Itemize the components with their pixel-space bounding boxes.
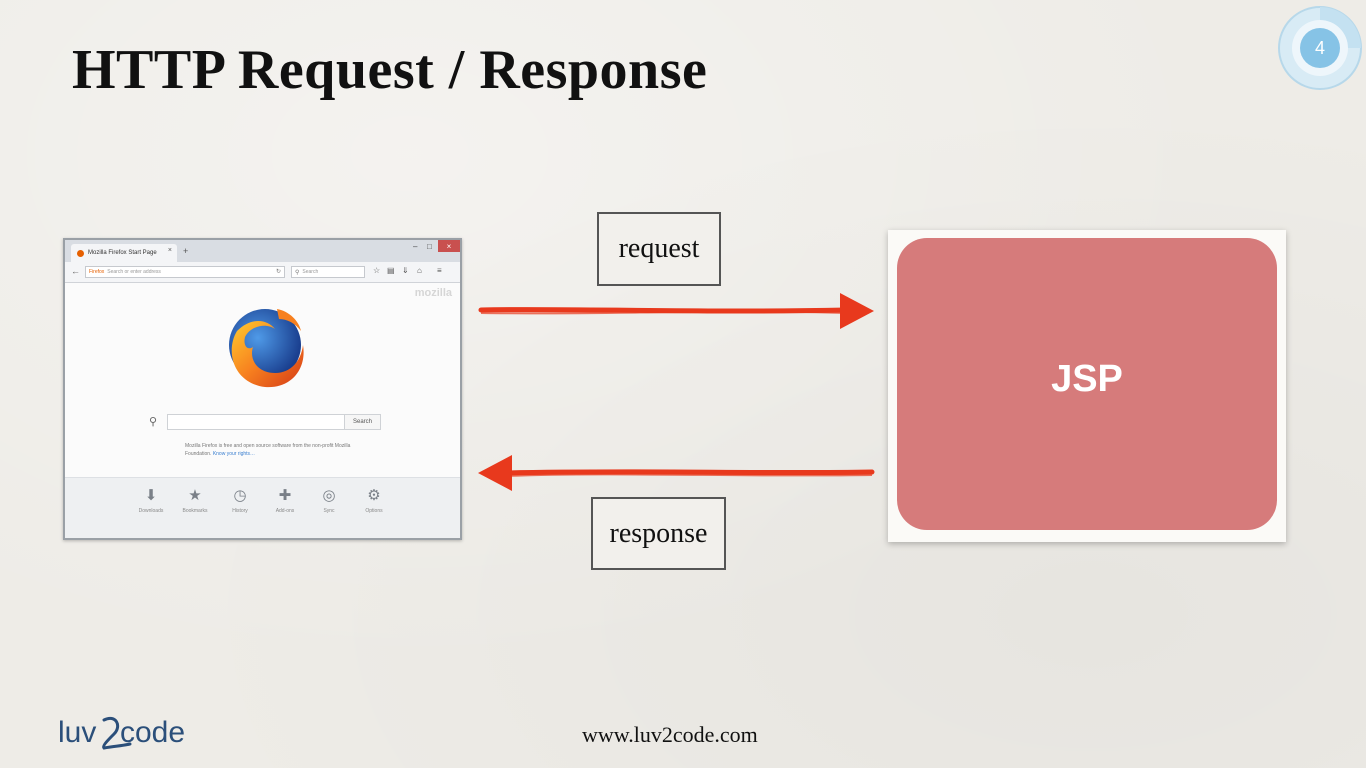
mozilla-wordmark: mozilla — [414, 287, 452, 299]
home-search-button: Search — [345, 414, 381, 430]
new-tab-icon: + — [183, 246, 189, 256]
request-arrow — [478, 293, 874, 329]
browser-url-bar: Firefox Search or enter address ↻ — [85, 266, 285, 278]
launcher-item-addons: ✚ Add-ons — [265, 488, 305, 514]
search-placeholder: Search — [302, 269, 319, 275]
url-placeholder: Search or enter address — [107, 269, 161, 275]
launcher-item-history: ◷ History — [220, 488, 260, 514]
url-identity: Firefox — [89, 269, 105, 275]
home-search-input — [167, 414, 345, 430]
page-badge-ring — [1278, 6, 1362, 90]
slide-title: HTTP Request / Response — [72, 39, 708, 101]
search-icon: ⚲ — [295, 269, 300, 276]
bookmarks-icon: ▤ — [387, 266, 395, 275]
svg-text:code: code — [120, 716, 185, 749]
tab-close-icon: × — [167, 247, 172, 254]
maximize-icon: □ — [427, 242, 432, 251]
window-close-icon: × — [438, 240, 460, 252]
page-number: 4 — [1314, 37, 1325, 58]
download-icon: ⬇ — [144, 487, 158, 504]
firefox-icon — [77, 249, 84, 257]
about-text: Mozilla Firefox is free and open source … — [185, 442, 375, 458]
puzzle-icon: ✚ — [278, 487, 292, 504]
clock-icon: ◷ — [233, 487, 247, 504]
sync-icon: ◎ — [322, 487, 336, 504]
download-icon: ⇓ — [402, 266, 409, 275]
launcher-item-sync: ◎ Sync — [309, 488, 349, 514]
svg-text:luv: luv — [58, 716, 96, 749]
launcher-label: Bookmarks — [182, 508, 208, 514]
launcher-item-downloads: ⬇ Downloads — [131, 488, 171, 514]
browser-search-bar: ⚲ Search — [291, 266, 365, 278]
about-description: Mozilla Firefox is free and open source … — [185, 443, 351, 457]
footer-url: www.luv2code.com — [582, 722, 758, 747]
launcher-label: Downloads — [138, 508, 164, 514]
luv2code-logo-mark: luv code — [58, 716, 185, 750]
browser-tab: Mozilla Firefox Start Page × — [71, 244, 177, 262]
launcher-label: Add-ons — [275, 508, 295, 514]
minimize-icon: – — [413, 242, 418, 251]
response-label: response — [609, 517, 708, 549]
browser-page-content: mozilla ⚲ Search Mozilla Firefox is free — [65, 283, 460, 477]
reload-icon: ↻ — [275, 269, 281, 275]
request-label-box: request — [597, 212, 721, 286]
firefox-logo — [229, 309, 304, 388]
star-icon: ☆ — [373, 266, 381, 275]
launcher-item-options: ⚙ Options — [354, 488, 394, 514]
browser-screenshot: Mozilla Firefox Start Page × + – □ × ← F… — [63, 238, 462, 540]
browser-nav-bar: ← Firefox Search or enter address ↻ ⚲ Se… — [65, 262, 460, 283]
jsp-server-box: JSP — [897, 238, 1277, 530]
back-arrow-icon: ← — [71, 266, 80, 276]
launcher-label: Options — [365, 508, 383, 514]
jsp-label: JSP — [1051, 357, 1123, 400]
browser-tab-title: Mozilla Firefox Start Page — [88, 250, 157, 256]
search-icon: ⚲ — [149, 416, 158, 428]
browser-tab-bar: Mozilla Firefox Start Page × + – □ × — [65, 240, 460, 262]
launcher-item-bookmarks: ★ Bookmarks — [175, 488, 215, 514]
home-icon: ⌂ — [417, 266, 422, 275]
server-frame: JSP — [888, 230, 1286, 542]
gear-icon: ⚙ — [367, 487, 381, 504]
response-arrow — [478, 455, 875, 491]
luv2code-logo: luv code — [58, 712, 186, 752]
launcher-bar: ⬇ Downloads ★ Bookmarks ◷ History ✚ Add-… — [65, 477, 460, 538]
response-label-box: response — [591, 497, 726, 570]
launcher-label: History — [232, 508, 248, 514]
request-label: request — [618, 233, 700, 264]
launcher-label: Sync — [323, 508, 335, 514]
about-link: Know your rights… — [212, 451, 256, 457]
menu-icon: ≡ — [437, 266, 442, 275]
page-number-badge: 4 — [1276, 4, 1364, 92]
star-icon: ★ — [188, 487, 202, 504]
